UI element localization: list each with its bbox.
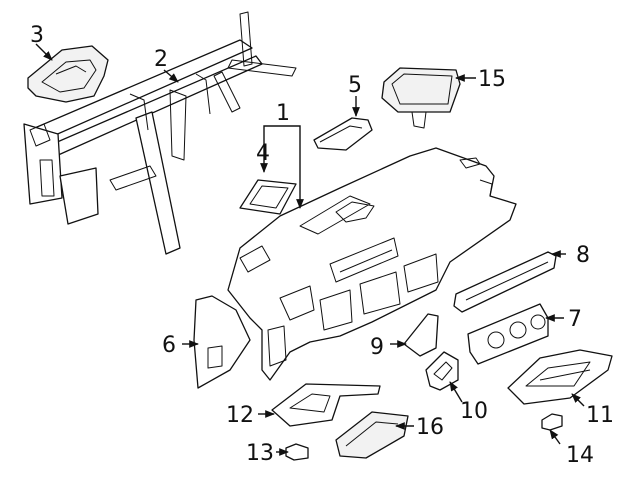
part-15-display	[381, 67, 461, 129]
part-11-tray	[507, 349, 613, 405]
callout-15: 15	[478, 67, 506, 92]
part-10-switch-housing	[425, 351, 459, 391]
callout-12: 12	[226, 403, 254, 428]
part-12-bracket-assembly	[271, 383, 381, 427]
callout-1: 1	[276, 101, 290, 126]
callout-8: 8	[576, 243, 590, 268]
callout-4: 4	[256, 141, 270, 166]
callout-2: 2	[154, 47, 168, 72]
callout-6: 6	[162, 333, 176, 358]
leader-lines	[35, 43, 585, 456]
part-14-clip	[541, 413, 563, 431]
part-8-trim-strip	[453, 251, 557, 313]
part-7-vent-panel	[467, 303, 549, 365]
part-6-side-cover	[193, 295, 251, 389]
part-5-cover	[313, 117, 373, 151]
part-13-clip	[285, 443, 309, 461]
callout-3: 3	[30, 23, 44, 48]
callout-labels: 1 2 3 4 5 6 7 8 9 10 11 12 13 14 15 16	[30, 23, 614, 468]
callout-16: 16	[416, 415, 444, 440]
callout-10: 10	[460, 399, 488, 424]
callout-11: 11	[586, 403, 614, 428]
part-9-bracket	[403, 313, 439, 357]
callout-14: 14	[566, 443, 594, 468]
callout-9: 9	[370, 335, 384, 360]
part-2-cross-beam	[23, 11, 297, 255]
part-16-module	[335, 411, 409, 459]
callout-5: 5	[348, 73, 362, 98]
part-3-duct	[27, 45, 109, 103]
callout-13: 13	[246, 441, 274, 466]
part-1-instrument-panel	[227, 147, 517, 381]
part-4-bezel	[239, 179, 297, 215]
callout-7: 7	[568, 307, 582, 332]
